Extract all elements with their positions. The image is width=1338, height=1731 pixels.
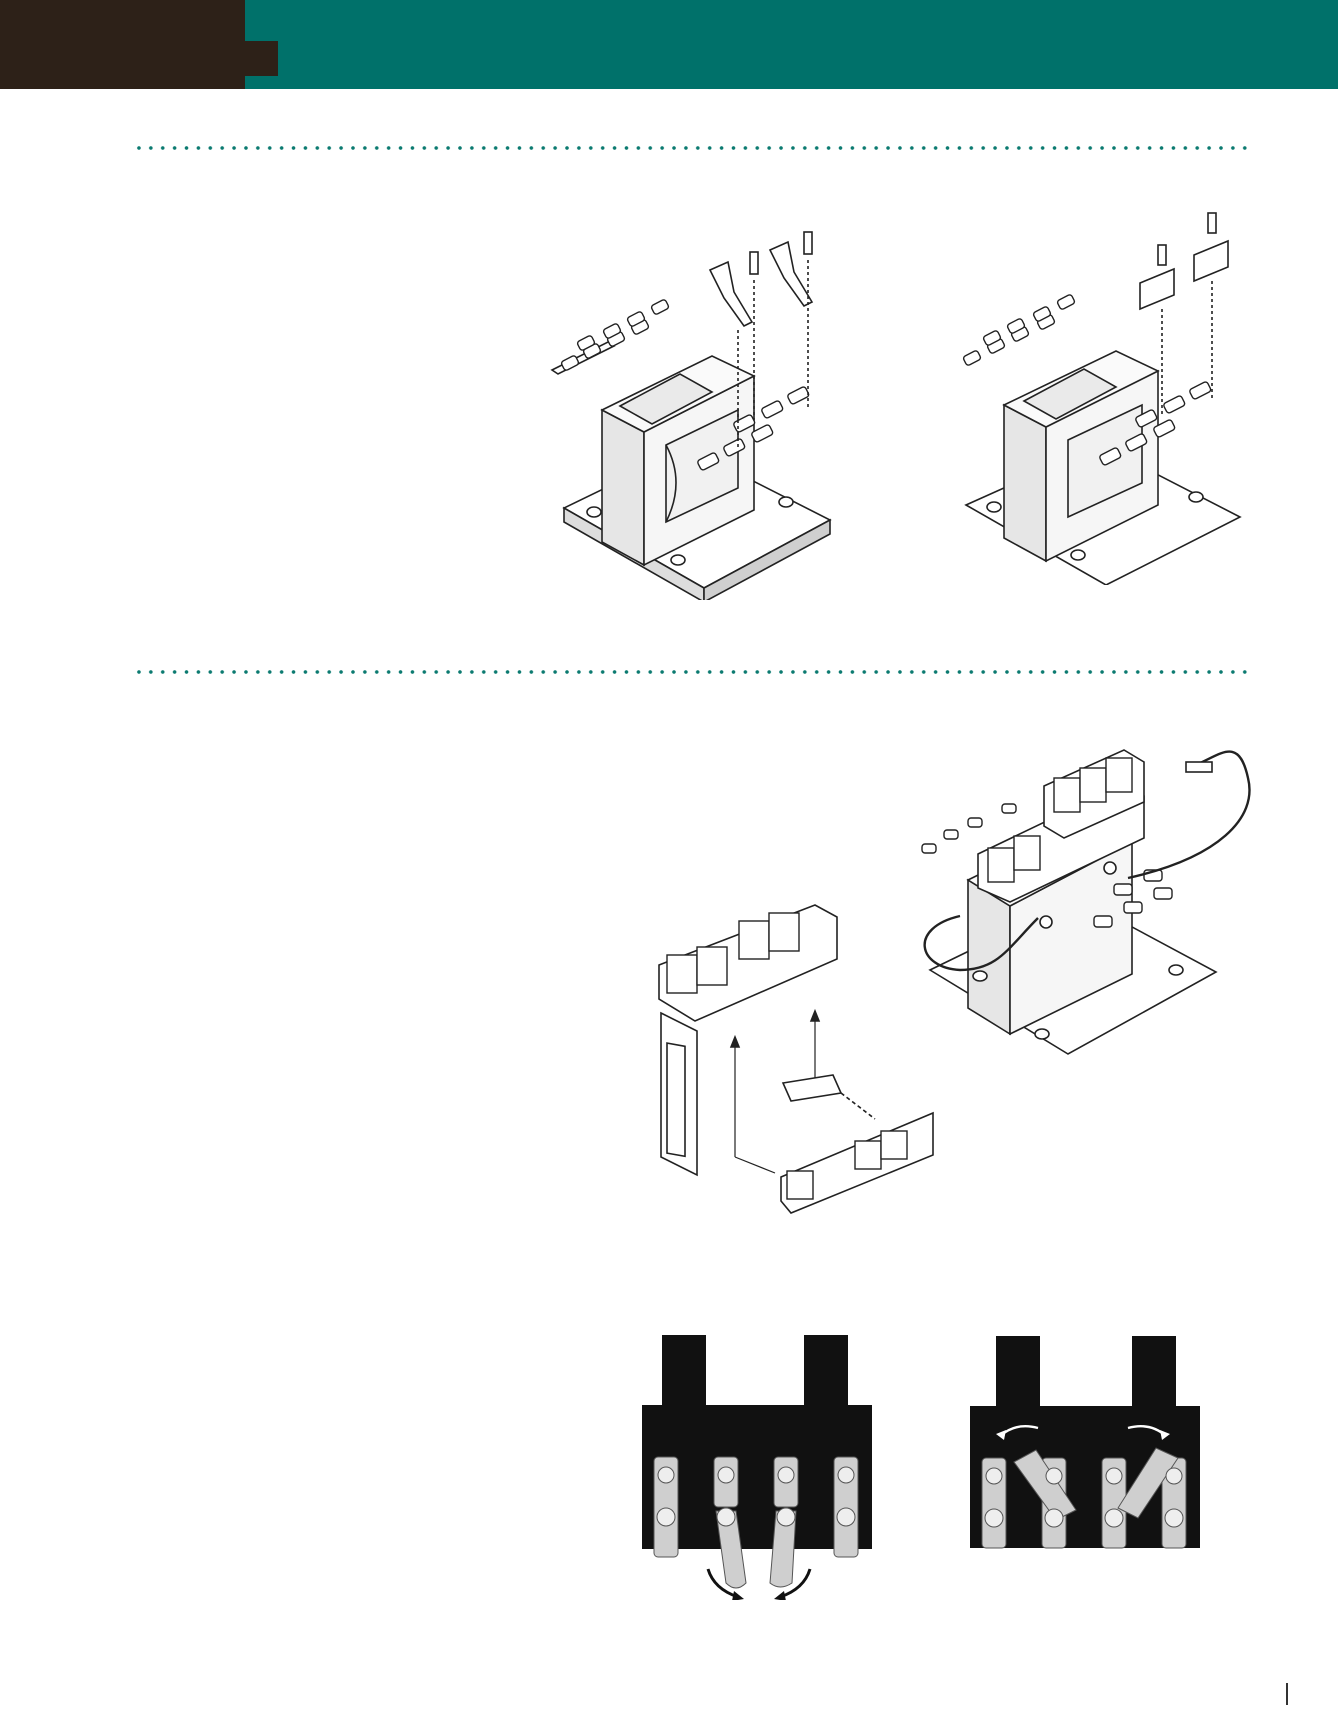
transformer-ground-lead-figure <box>918 738 1258 1058</box>
section-divider-middle <box>133 670 1253 674</box>
terminal-board-photo-outward <box>968 1336 1208 1551</box>
terminal-board-assembly-figure <box>655 895 940 1245</box>
transformer-clip-terminals-figure <box>950 205 1250 585</box>
brand-tab <box>0 41 278 76</box>
page-number-rule <box>1286 1683 1288 1705</box>
terminal-board-photo-inward <box>640 1335 880 1600</box>
transformer-offset-links-figure <box>548 220 838 600</box>
section-divider-top <box>133 146 1253 150</box>
